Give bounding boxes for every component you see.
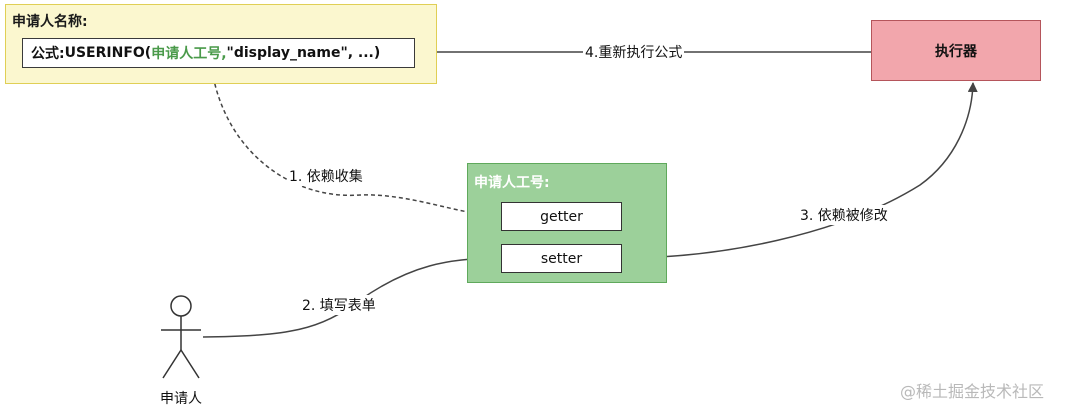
executor-node: 执行器	[871, 20, 1041, 81]
edge-label-modify: 3. 依赖被修改	[798, 205, 890, 225]
formula-arg-rest: "display_name", ...)	[226, 45, 381, 61]
getter-label: getter	[540, 208, 583, 225]
setter-node: setter	[501, 244, 622, 273]
edge-label-collect: 1. 依赖收集	[287, 166, 365, 186]
applicant-name-title: 申请人名称:	[12, 14, 88, 30]
formula-prefix: 公式:	[31, 46, 65, 62]
setter-label: setter	[540, 250, 583, 267]
getter-node: getter	[501, 202, 622, 231]
actor-figure-icon	[161, 295, 201, 379]
actor-label: 申请人	[160, 391, 202, 407]
formula-func: USERINFO(	[64, 45, 152, 61]
edge-label-rerun: 4.重新执行公式	[583, 42, 685, 62]
edge-collect	[211, 69, 500, 221]
formula-arg-field: 申请人工号,	[151, 46, 227, 62]
employee-id-container: 申请人工号: getter setter	[467, 163, 667, 283]
edge-label-fill: 2. 填写表单	[300, 295, 378, 315]
watermark: @稀土掘金技术社区	[900, 382, 1045, 401]
employee-id-title: 申请人工号:	[474, 175, 550, 191]
formula-field: 公式: USERINFO( 申请人工号, "display_name", ...…	[22, 38, 415, 68]
edge-modify	[621, 82, 978, 259]
executor-label: 执行器	[935, 43, 977, 60]
